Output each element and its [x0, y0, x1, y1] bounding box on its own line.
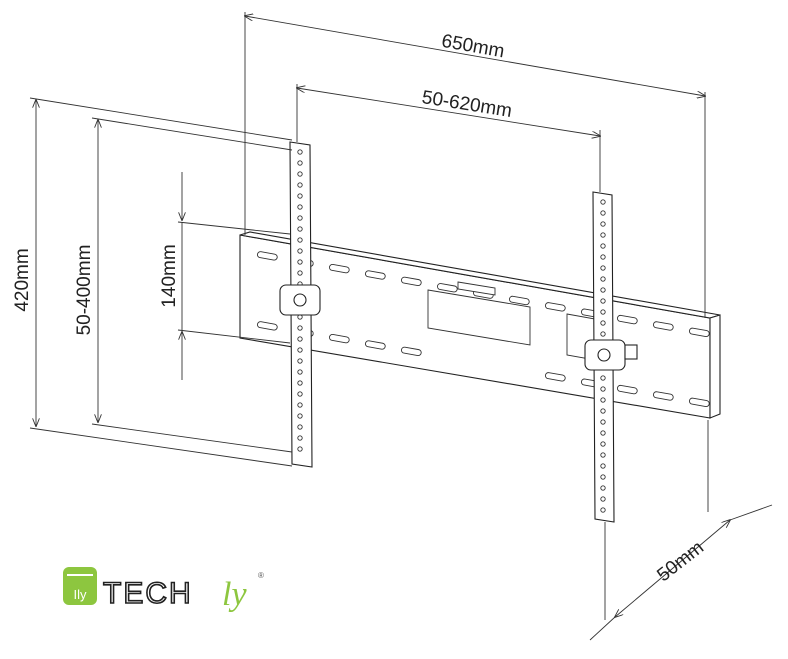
- arm-hole: [600, 419, 606, 425]
- arm-hole: [600, 430, 606, 436]
- arm-hole: [297, 347, 303, 353]
- rail-slot: [364, 270, 386, 280]
- rail-slot: [688, 397, 710, 408]
- rail-slot: [364, 340, 386, 350]
- rail-slot: [328, 263, 350, 274]
- arm-hole: [600, 496, 606, 502]
- logo-brand-main: TECH: [103, 577, 193, 610]
- logo-badge-text: Ily: [74, 587, 88, 602]
- rail-slot: [256, 321, 278, 331]
- arm-hole: [297, 325, 303, 331]
- rail-slot: [436, 283, 458, 293]
- arm-hole: [600, 507, 606, 513]
- rail-slot: [256, 251, 278, 261]
- arm-hole: [600, 485, 606, 491]
- arm-hole: [600, 375, 606, 381]
- arm-hole: [297, 435, 303, 441]
- arm-hole: [297, 380, 303, 386]
- rail-slot: [616, 384, 638, 395]
- arm-hole: [297, 402, 303, 408]
- arm-hole: [600, 474, 606, 480]
- arm-hole: [600, 243, 606, 249]
- arm-hole: [297, 226, 303, 232]
- logo-brand-suffix: ly: [222, 576, 247, 613]
- label-420mm: 420mm: [12, 248, 33, 311]
- rail-slot: [688, 327, 710, 338]
- rail-slot: [508, 295, 530, 306]
- label-650mm: 650mm: [440, 31, 506, 63]
- arm-hole: [600, 265, 606, 271]
- arm-hole: [600, 298, 606, 304]
- arm-hole: [600, 287, 606, 293]
- arm-hole: [600, 210, 606, 216]
- rail-slot: [400, 346, 422, 357]
- dimension-420mm: 420mm: [12, 97, 293, 467]
- rail-slot: [652, 321, 674, 331]
- rail-slot: [328, 333, 350, 344]
- arm-hole: [600, 452, 606, 458]
- arm-hole: [600, 320, 606, 326]
- arm-hole: [600, 397, 606, 403]
- arm-hole: [297, 171, 303, 177]
- arm-hole: [600, 331, 606, 337]
- arm-hole: [297, 259, 303, 265]
- arm-hole: [600, 463, 606, 469]
- arm-hole: [297, 391, 303, 397]
- arm-hole: [297, 182, 303, 188]
- dimension-50-620mm: 50-620mm: [297, 84, 600, 192]
- dimension-50-400mm: 50-400mm: [74, 117, 293, 453]
- arm-hole: [297, 160, 303, 166]
- dimension-140mm: 140mm: [159, 172, 291, 380]
- arm-hole: [600, 408, 606, 414]
- dimension-50mm: 50mm: [589, 420, 773, 641]
- arm-hole: [297, 193, 303, 199]
- arm-hole: [297, 336, 303, 342]
- wall-rail-plate: [239, 231, 721, 419]
- arm-hole: [297, 204, 303, 210]
- arm-hole: [297, 446, 303, 452]
- arm-hole: [600, 254, 606, 260]
- rail-slot: [400, 276, 422, 287]
- arm-hole: [297, 215, 303, 221]
- arm-hole: [600, 386, 606, 392]
- arm-hole: [297, 424, 303, 430]
- rail-slot: [544, 372, 566, 382]
- arm-hole: [297, 270, 303, 276]
- right-mounting-arm: [584, 191, 638, 523]
- arm-hole: [600, 276, 606, 282]
- techly-logo: Ily TECH ly ®: [63, 567, 264, 613]
- left-mounting-arm: [279, 141, 321, 468]
- logo-registered: ®: [258, 571, 264, 580]
- arm-hole: [600, 232, 606, 238]
- arm-hole: [600, 221, 606, 227]
- arm-hole: [297, 413, 303, 419]
- arm-hole: [297, 237, 303, 243]
- rail-slot: [616, 314, 638, 325]
- arm-hole: [297, 369, 303, 375]
- label-140mm: 140mm: [159, 244, 180, 307]
- arm-hole: [297, 358, 303, 364]
- label-50-400mm: 50-400mm: [74, 245, 95, 336]
- arm-hole: [600, 309, 606, 315]
- label-50-620mm: 50-620mm: [420, 87, 513, 122]
- arm-hole: [600, 441, 606, 447]
- logo-badge: [63, 567, 97, 605]
- arm-hole: [297, 248, 303, 254]
- arm-hole: [600, 199, 606, 205]
- rail-slot: [652, 391, 674, 401]
- rail-slot: [544, 302, 566, 312]
- arm-hole: [297, 149, 303, 155]
- label-50mm: 50mm: [653, 537, 708, 586]
